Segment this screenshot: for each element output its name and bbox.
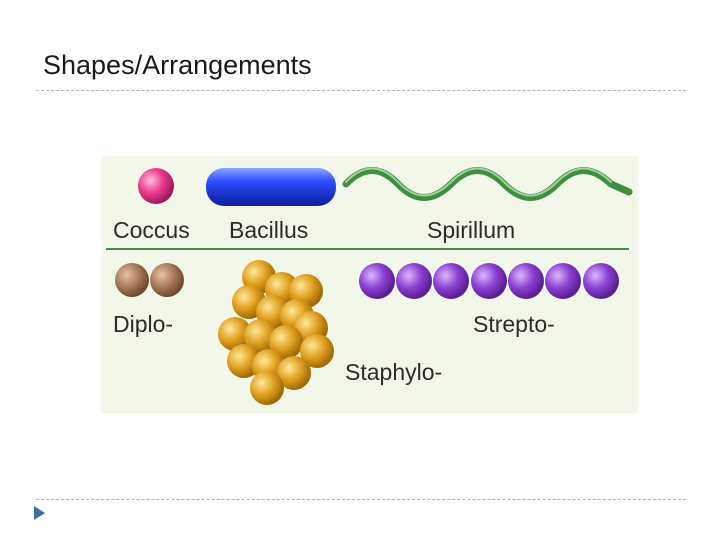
- bacteria-shapes-figure: Coccus Bacillus Spirillum Diplo- Strepto…: [101, 156, 638, 413]
- bullet-arrow-icon: [34, 506, 45, 520]
- title-divider: [36, 90, 686, 91]
- label-spirillum: Spirillum: [427, 217, 516, 243]
- spirillum-spiral-icon: [342, 167, 633, 201]
- label-bacillus: Bacillus: [229, 217, 309, 243]
- label-diplo: Diplo-: [113, 311, 174, 337]
- label-staphylo: Staphylo-: [345, 359, 443, 385]
- diplococcus-pair-icon: [115, 263, 184, 297]
- bacillus-rod-icon: [206, 168, 336, 206]
- bacteria-illustration: [106, 167, 633, 405]
- streptococcus-chain-icon: [359, 263, 619, 299]
- label-coccus: Coccus: [113, 217, 190, 243]
- coccus-cell-icon: [138, 168, 174, 204]
- footer-divider: [36, 499, 686, 500]
- label-strepto: Strepto-: [473, 311, 555, 337]
- spirillum-highlight: [345, 167, 612, 197]
- staphylococcus-cluster-icon: [218, 260, 334, 405]
- slide-title: Shapes/Arrangements: [43, 50, 312, 80]
